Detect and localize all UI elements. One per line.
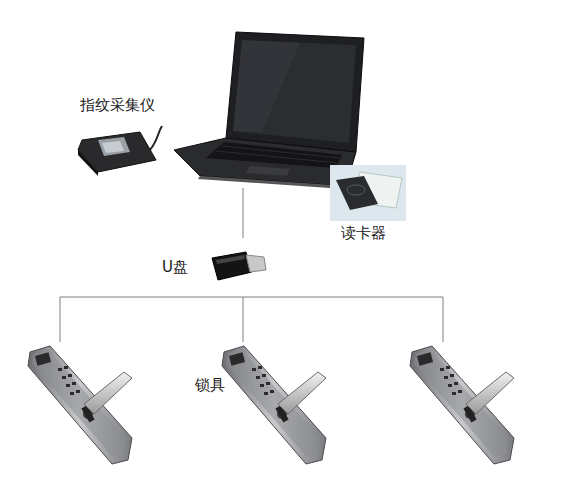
usb-drive-illustration (212, 252, 266, 280)
lock-illustration (410, 346, 514, 464)
lock-illustration (28, 346, 132, 464)
device-label: 指纹采集仪 (80, 96, 155, 114)
lock-illustration (222, 346, 326, 464)
device-label: U盘 (162, 258, 188, 276)
card-reader-illustration (330, 165, 406, 221)
device-label: 读卡器 (341, 224, 386, 242)
fingerprint-scanner-illustration (78, 126, 162, 176)
device-label: 锁具 (195, 376, 225, 394)
